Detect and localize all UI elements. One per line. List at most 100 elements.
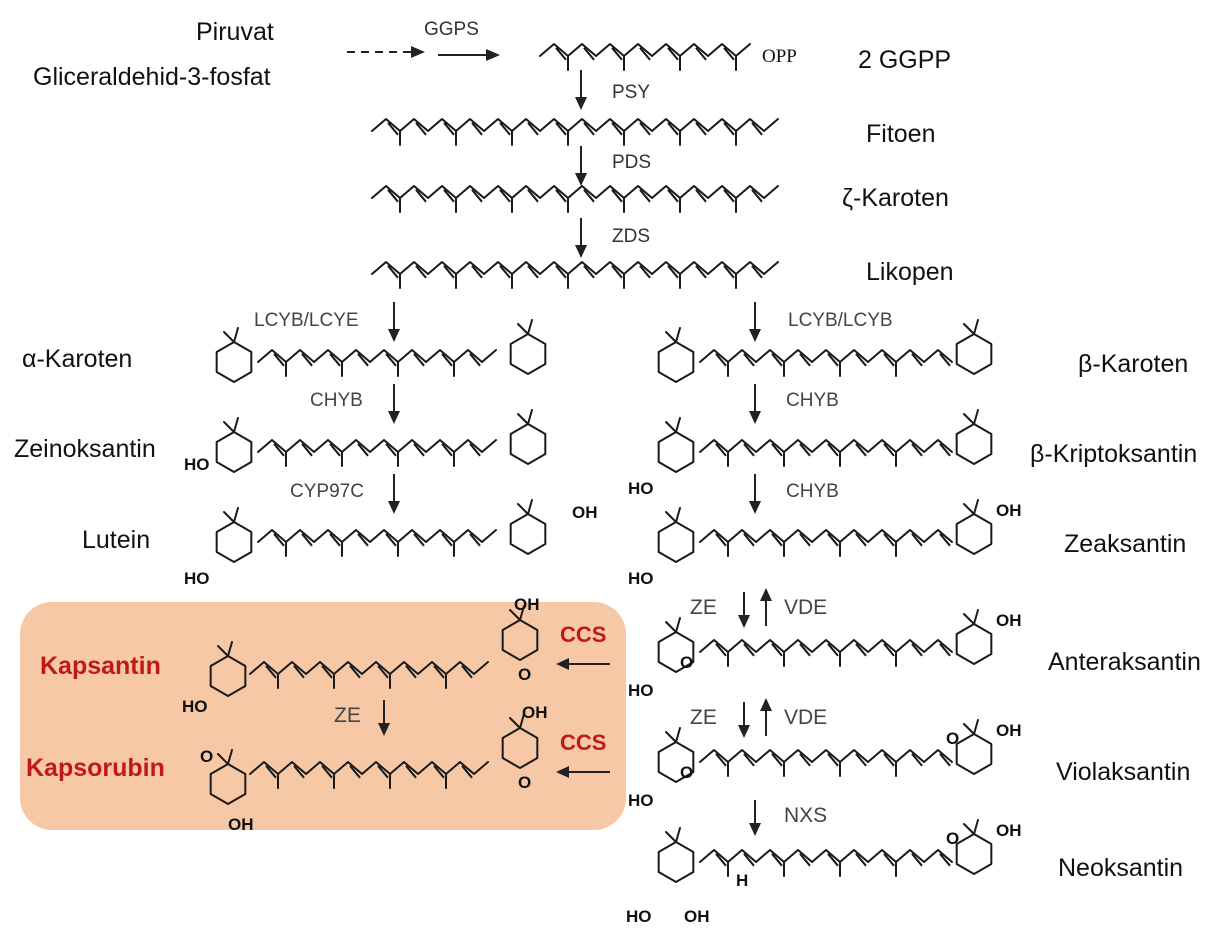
lutein-oh: OH	[572, 503, 598, 522]
anteraksantin-left-ring	[657, 617, 695, 673]
kapsorubin-left-ring	[209, 749, 247, 805]
compound-lutein: Lutein	[82, 526, 150, 554]
kapsantin-ho: HO	[182, 697, 208, 716]
kapsantin-right-ring	[501, 605, 539, 661]
enzyme-chyb-alpha: CHYB	[310, 390, 363, 411]
zeinoksantin-right-ring	[509, 409, 547, 465]
kapsorubin-right-ring	[501, 713, 539, 769]
enzyme-ze-box: ZE	[334, 704, 361, 727]
precursor-dashed-arrow	[347, 46, 425, 58]
zeaksantin-ho: HO	[628, 569, 654, 588]
opp-group: OPP	[762, 46, 797, 67]
arrow-ccs-2	[556, 766, 610, 778]
arrow-lcye	[388, 302, 400, 342]
kripto-right-ring	[955, 409, 993, 465]
precursor-g3p: Gliceraldehid-3-fosfat	[33, 63, 271, 91]
anteraksantin-o: O	[680, 653, 693, 672]
ggps-arrow	[438, 49, 500, 61]
beta-right-ring	[955, 319, 993, 375]
enzyme-ggps: GGPS	[424, 19, 479, 40]
lutein-left-ring	[215, 507, 253, 563]
neoksantin-oh-1: OH	[684, 907, 710, 926]
kapsorubin-o: O	[518, 773, 531, 792]
kapsantin-o: O	[518, 665, 531, 684]
compound-fitoen: Fitoen	[866, 120, 935, 148]
compound-anteraksantin: Anteraksantin	[1048, 648, 1201, 676]
arrow-chyb-beta-1	[749, 384, 761, 424]
lutein-ho: HO	[184, 569, 210, 588]
arrow-chyb-beta-2	[749, 474, 761, 514]
kripto-ho: HO	[628, 479, 654, 498]
zeaksantin-right-ring	[955, 499, 993, 555]
neoksantin-ho: HO	[626, 907, 652, 926]
anteraksantin-oh: OH	[996, 611, 1022, 630]
enzyme-ccs-2: CCS	[560, 730, 606, 755]
arrow-cyp97c	[388, 474, 400, 514]
compound-kapsorubin: Kapsorubin	[26, 754, 165, 782]
precursor-piruvat: Piruvat	[196, 18, 274, 46]
kapsorubin-oh-2: OH	[522, 703, 548, 722]
compound-kapsantin: Kapsantin	[40, 652, 161, 680]
likopen-chain	[371, 261, 779, 289]
anteraksantin-chain	[699, 639, 953, 667]
beta-left-ring	[657, 327, 695, 383]
enzyme-zds: ZDS	[612, 226, 650, 247]
violaksantin-oh: OH	[996, 721, 1022, 740]
zeinoksantin-ho: HO	[184, 455, 210, 474]
compound-likopen: Likopen	[866, 258, 954, 286]
violaksantin-o1: O	[680, 763, 693, 782]
kapsorubin-o-keto: O	[200, 747, 213, 766]
kapsantin-left-ring	[209, 641, 247, 697]
zeaksantin-chain	[699, 529, 953, 557]
compound-alpha-karoten: α-Karoten	[22, 345, 132, 373]
arrow-ze-vde-1	[738, 588, 772, 628]
compound-kriptoksantin: β-Kriptoksantin	[1030, 440, 1197, 468]
enzyme-vde-2: VDE	[784, 706, 827, 729]
arrow-lcyb	[749, 302, 761, 342]
neoksantin-left-ring	[657, 827, 695, 883]
enzyme-nxs: NXS	[784, 804, 827, 827]
compound-zeinoksantin: Zeinoksantin	[14, 435, 156, 463]
neoksantin-right-ring	[955, 819, 993, 875]
compound-ggpp: 2 GGPP	[858, 46, 951, 74]
arrow-chyb-alpha	[388, 384, 400, 424]
ggpp-chain	[539, 43, 751, 71]
arrow-ze-box	[378, 700, 390, 736]
lutein-right-ring	[509, 499, 547, 555]
enzyme-ze-2: ZE	[690, 706, 717, 729]
zeaksantin-left-ring	[657, 507, 695, 563]
enzyme-pds: PDS	[612, 152, 651, 173]
violaksantin-right-ring	[955, 719, 993, 775]
violaksantin-left-ring	[657, 727, 695, 783]
enzyme-psy: PSY	[612, 82, 650, 103]
enzyme-chyb-beta-2: CHYB	[786, 481, 839, 502]
anteraksantin-right-ring	[955, 609, 993, 665]
compound-zeaksantin: Zeaksantin	[1064, 530, 1186, 558]
zeinoksantin-left-ring	[215, 417, 253, 473]
compound-neoksantin: Neoksantin	[1058, 854, 1183, 882]
arrow-nxs	[749, 800, 761, 836]
anteraksantin-ho: HO	[628, 681, 654, 700]
fitoen-chain	[371, 118, 779, 146]
neoksantin-oh-2: OH	[996, 821, 1022, 840]
neoksantin-chain	[699, 849, 953, 877]
enzyme-lcyb-lcye: LCYB/LCYE	[254, 310, 359, 331]
enzyme-chyb-beta-1: CHYB	[786, 390, 839, 411]
enzyme-lcyb-lcyb: LCYB/LCYB	[788, 310, 893, 331]
top-arrows	[575, 70, 587, 258]
zeta-karoten-chain	[371, 185, 779, 213]
violaksantin-chain	[699, 749, 953, 777]
violaksantin-o2: O	[946, 729, 959, 748]
lutein-chain	[257, 529, 497, 557]
compound-beta-karoten: β-Karoten	[1078, 350, 1188, 378]
zeinoksantin-chain	[257, 439, 497, 467]
kapsantin-oh: OH	[514, 595, 540, 614]
zeaksantin-oh: OH	[996, 501, 1022, 520]
arrow-ccs-1	[556, 658, 610, 670]
arrow-ze-vde-2	[738, 698, 772, 738]
alpha-chain	[257, 349, 497, 377]
kripto-chain	[699, 439, 953, 467]
kapsorubin-oh-1: OH	[228, 815, 254, 834]
kripto-left-ring	[657, 417, 695, 473]
